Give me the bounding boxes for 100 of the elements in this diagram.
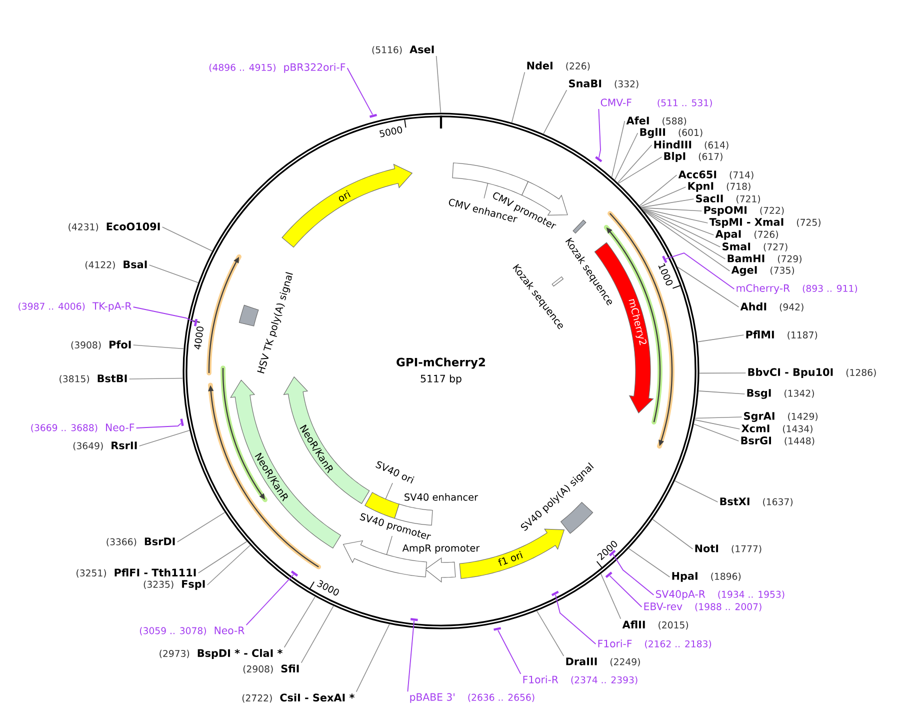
enzyme-site-label: AgeI (735): [731, 266, 794, 276]
leader-line: [642, 208, 721, 248]
leader-line: [611, 120, 626, 178]
feature-block: ori: [282, 164, 413, 248]
leader-line: [436, 56, 442, 113]
primer-mark: [595, 156, 602, 162]
enzyme-site-label: Acc65I (714): [678, 170, 754, 180]
enzyme-site-label: (2908) SfiI: [243, 664, 299, 674]
leader-line: [600, 574, 622, 620]
primer-label: pBABE 3' (2636 .. 2656): [410, 693, 534, 703]
leader-line: [694, 419, 740, 430]
enzyme-site-label: (3649) RsrII: [73, 442, 137, 450]
primer-mark: [608, 550, 616, 556]
plasmid-name: GPI-mCherry2 5117 bp: [396, 358, 485, 384]
enzyme-site-label: SacII (721): [696, 194, 760, 204]
enzyme-site-label: KpnI (718): [688, 182, 750, 192]
leader-line: [699, 372, 746, 374]
enzyme-site-label: HindIII (614): [654, 140, 728, 150]
leader-line: [614, 132, 638, 180]
enzyme-site-label: BsrGI (1448): [741, 436, 814, 446]
node-label: SV40 enhancer: [404, 493, 478, 501]
leader-line: [642, 209, 726, 260]
enzyme-site-label: SnaBI (332): [569, 80, 638, 88]
leader-line: [618, 156, 662, 184]
primer-label: F1ori-R (2374 .. 2393): [523, 676, 638, 684]
leader-line: [132, 306, 195, 322]
leader-line: [543, 90, 568, 134]
enzyme-site-label: TspMI - XmaI (725): [709, 218, 820, 228]
primer-mark: [180, 418, 184, 426]
primer-label: F1ori-F (2162 .. 2183): [598, 640, 712, 648]
leader-line: [132, 344, 184, 350]
primer-mark: [662, 256, 668, 264]
enzyme-site-label: DraIII (2249): [566, 658, 640, 666]
leader-line: [176, 512, 226, 542]
leader-line: [639, 174, 678, 206]
leader-line: [300, 606, 334, 664]
enzyme-site-label: (5116) AseI: [372, 46, 434, 54]
primer-label: (4896 .. 4915) pBR322ori-F: [209, 63, 346, 73]
enzyme-site-label: (3815) BstBI: [60, 374, 127, 384]
leader-line: [128, 378, 184, 380]
leader-line: [640, 207, 702, 212]
enzyme-site-label: BglII (601): [640, 128, 702, 138]
enzyme-site-label: NotI (1777): [695, 544, 762, 554]
primer-mark: [605, 572, 612, 578]
leader-line: [598, 108, 601, 158]
primer-label: CMV-F (511 .. 531): [600, 98, 712, 108]
scale-label: 5000: [380, 126, 402, 138]
leader-line: [694, 416, 742, 419]
leader-line: [536, 610, 564, 656]
primer-mark: [370, 114, 378, 118]
feature-box: SV40 enhancer: [394, 493, 478, 526]
leader-line: [618, 144, 652, 184]
enzyme-site-label: SmaI (727): [722, 242, 788, 252]
enzyme-site-label: PspOMI (722): [704, 206, 784, 216]
enzyme-site-label: AhdI (942): [740, 302, 804, 312]
leader-line: [697, 334, 744, 342]
leader-line: [642, 208, 714, 236]
leader-line: [612, 554, 654, 596]
leader-line: [640, 198, 694, 208]
primer-mark: [494, 627, 502, 631]
leader-line: [136, 422, 182, 428]
enzyme-site-label: AfeI (588): [626, 116, 686, 126]
enzyme-site-label: (2722) CsiI - SexAI *: [242, 693, 354, 703]
leader-line: [148, 264, 199, 284]
leader-line: [674, 480, 718, 502]
enzyme-site-label: (2973) BspDI * - ClaI *: [160, 648, 282, 660]
enzyme-site-label: AflII (2015): [622, 620, 688, 630]
leader-line: [498, 630, 522, 674]
leader-line: [640, 186, 686, 208]
leader-line: [652, 518, 694, 550]
node-label: HSV TK poly(A) signal: [257, 272, 293, 374]
leader-line: [641, 208, 708, 224]
primer-label: SV40pA-R (1934 .. 1953): [656, 590, 784, 600]
primer-mark: [194, 318, 198, 326]
enzyme-site-label: BstXI (1637): [720, 498, 793, 506]
leader-line: [356, 624, 390, 692]
primer-label: mCherry-R (893 .. 911): [736, 284, 858, 294]
enzyme-site-label: (3908) PfoI: [71, 340, 131, 350]
enzyme-site-label: (4122) BsaI: [85, 260, 147, 270]
primer-mark: [290, 570, 298, 577]
primer-mark: [551, 590, 559, 596]
leader-line: [246, 574, 294, 626]
enzyme-site-label: (3366) BsrDI: [106, 538, 175, 546]
leader-line: [407, 620, 415, 692]
enzyme-site-label: HpaI (1896): [672, 572, 741, 582]
enzyme-site-label: (3251) PflFI - Tth111I: [76, 568, 196, 578]
leader-line: [555, 594, 596, 644]
leader-line: [162, 226, 213, 252]
scale-label: 1000: [658, 263, 673, 286]
leader-line: [666, 252, 735, 290]
leader-line: [346, 68, 374, 116]
enzyme-site-label: ApaI (726): [715, 230, 778, 240]
enzyme-site-label: NdeI (226): [527, 61, 590, 71]
primer-label: (3987 .. 4006) TK-pA-R: [18, 302, 132, 312]
leader-line: [206, 544, 251, 586]
enzyme-site-label: SgrAI (1429): [744, 412, 818, 422]
leader-line: [138, 430, 190, 446]
leader-line: [698, 390, 746, 394]
primer-mark: [410, 618, 418, 622]
feature-box: HSV TK poly(A) signal: [238, 272, 293, 374]
